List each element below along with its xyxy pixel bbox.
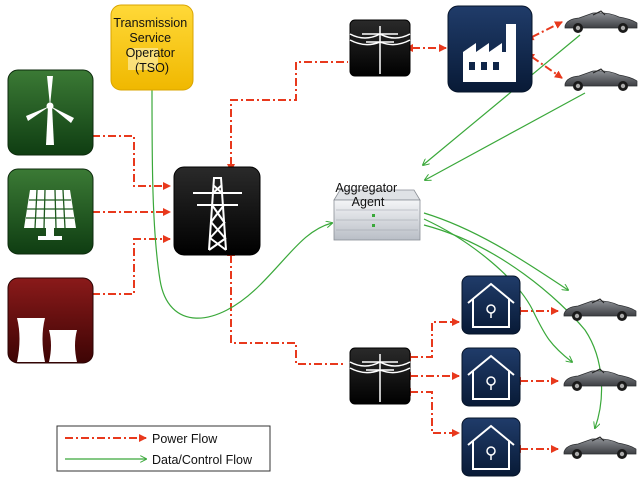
house-icon [467, 354, 515, 400]
solar-panel-icon [24, 189, 76, 240]
car-4 [563, 368, 637, 391]
house-icon [467, 424, 515, 470]
power-line-tower-to-pole-top [227, 61, 348, 172]
transmission-tower-icon [193, 177, 242, 251]
house-tile-1 [461, 275, 521, 335]
legend-power-flow-label: Power Flow [152, 432, 218, 446]
car-icon [563, 298, 637, 321]
distribution-pole-bottom-tile [349, 347, 411, 405]
tso-label-line-1: Transmission [113, 16, 187, 30]
power-flow-lines [92, 21, 563, 453]
house-icon [467, 282, 515, 328]
legend: Power Flow Data/Control Flow [56, 425, 271, 472]
power-line-tower-to-pole-bottom [227, 248, 346, 365]
distribution-pole-top-tile [349, 19, 411, 77]
power-plant-tile [7, 277, 94, 364]
wind-farm-tile [7, 69, 94, 156]
factory-tile [447, 5, 533, 93]
power-line-pole-to-house-1 [403, 318, 460, 361]
tso-label-line-3: Operator [126, 46, 175, 60]
data-line-tso-to-aggregator [151, 89, 332, 319]
svg-text:Transmission Service: Transmission Service Operator (TSO) [113, 16, 190, 75]
car-3 [563, 298, 637, 321]
data-line-aggregator-to-car-3 [423, 212, 568, 290]
tso-node: Transmission Service Operator (TSO) [110, 4, 194, 91]
aggregator-label-line-1: Aggregator [335, 181, 397, 195]
tso-label-line-4: (TSO) [135, 61, 169, 75]
factory-icon [463, 24, 516, 82]
power-line-plant-to-tower [92, 235, 171, 295]
house-tile-3 [461, 417, 521, 477]
data-line-car-1-to-aggregator [423, 34, 581, 165]
power-line-factory-to-car-2 [526, 52, 563, 79]
utility-pole-icon [349, 26, 411, 74]
svg-text:Aggregator Agent: Aggregator Agent [335, 181, 400, 209]
car-1 [564, 10, 638, 33]
data-line-car-2-to-aggregator [425, 92, 586, 180]
house-tile-2 [461, 347, 521, 407]
solar-farm-tile [7, 168, 94, 255]
aggregator-label-line-2: Agent [352, 195, 385, 209]
tso-label-line-2: Service [129, 31, 171, 45]
utility-pole-icon [349, 354, 411, 402]
car-icon [563, 436, 637, 459]
transmission-tower-tile [173, 166, 261, 256]
legend-data-flow-label: Data/Control Flow [152, 453, 253, 467]
wind-turbine-icon [26, 76, 74, 145]
power-line-wind-to-tower [92, 135, 171, 190]
car-2 [564, 68, 638, 91]
power-line-pole-to-house-3 [403, 388, 460, 437]
car-icon [564, 10, 638, 33]
car-5 [563, 436, 637, 459]
power-line-factory-to-car-1 [525, 21, 563, 41]
data-line-aggregator-to-car-4 [423, 218, 572, 362]
data-flow-lines [151, 34, 603, 428]
car-icon [563, 368, 637, 391]
legend-box [56, 425, 271, 472]
document-icon [128, 48, 158, 70]
aggregator-node: Aggregator Agent [333, 181, 421, 241]
data-line-aggregator-to-car-5 [423, 224, 603, 428]
cooling-tower-icon [17, 318, 77, 362]
car-icon [564, 68, 638, 91]
